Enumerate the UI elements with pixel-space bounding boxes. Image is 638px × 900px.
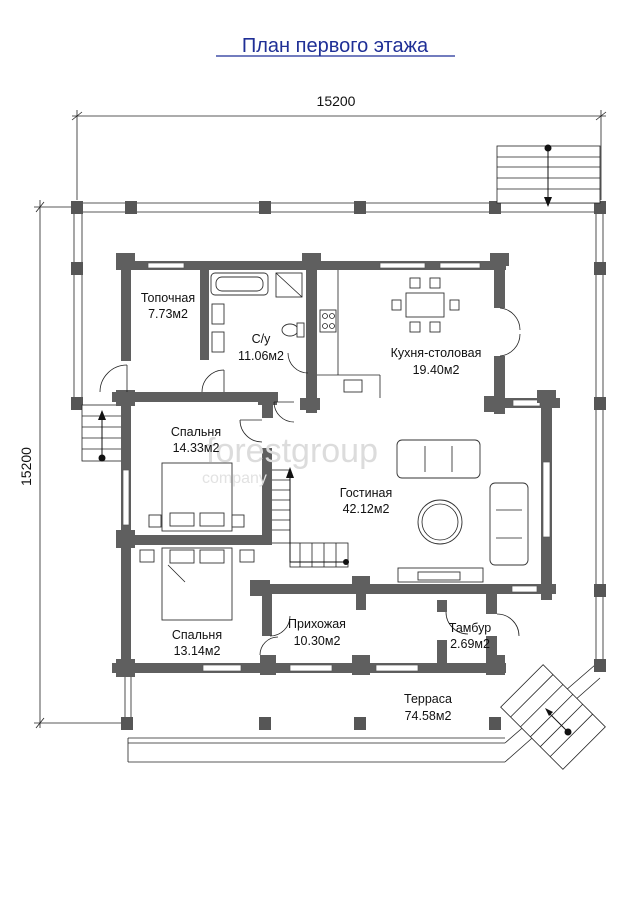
room-area: 42.12м2 (343, 502, 390, 516)
watermark-sub: company (202, 470, 267, 487)
room-label-kitchen: Кухня-столовая 19.40м2 (391, 346, 482, 377)
dimension-top: 15200 (71, 93, 607, 200)
room-area: 7.73м2 (148, 307, 188, 321)
terrace-posts (71, 201, 606, 730)
room-name: Прихожая (288, 617, 346, 631)
bedroom-2-bed (139, 547, 255, 621)
kitchen-fixtures (317, 270, 460, 398)
width-dimension-label: 15200 (317, 93, 356, 109)
stairs-left (81, 404, 125, 462)
bathroom-fixtures (210, 272, 305, 353)
room-name: Топочная (141, 291, 195, 305)
room-label-terrace: Терраса 74.58м2 (404, 692, 452, 723)
room-label-boiler: Топочная 7.73м2 (141, 291, 195, 321)
room-area: 74.58м2 (405, 709, 452, 723)
room-name: С/у (252, 332, 272, 346)
watermark-brand: forestgroup (206, 432, 378, 470)
room-name: Терраса (404, 692, 452, 706)
room-label-bathroom: С/у 11.06м2 (238, 332, 284, 363)
room-area: 10.30м2 (294, 634, 341, 648)
bedroom-1-bed (148, 462, 245, 532)
room-name: Гостиная (340, 486, 392, 500)
room-name: Кухня-столовая (391, 346, 482, 360)
walls (112, 253, 560, 677)
room-area: 11.06м2 (238, 349, 284, 363)
room-label-bedroom-2: Спальня 13.14м2 (172, 628, 222, 658)
stairs-bottom-right-arrow (545, 708, 572, 736)
room-name: Спальня (172, 628, 222, 642)
living-furniture (396, 439, 529, 583)
room-area: 2.69м2 (450, 637, 490, 651)
stairs-top-right (496, 144, 601, 207)
terrace-frame (73, 202, 604, 763)
height-dimension-label: 15200 (18, 447, 34, 486)
stairs-interior (267, 467, 349, 568)
dimension-left: 15200 (18, 200, 125, 729)
watermark: forestgroup company (202, 432, 378, 487)
room-area: 14.33м2 (173, 441, 220, 455)
room-label-hallway: Прихожая 10.30м2 (288, 617, 346, 648)
room-name: Тамбур (449, 621, 491, 635)
doors (99, 307, 521, 656)
room-area: 13.14м2 (174, 644, 221, 658)
room-label-living: Гостиная 42.12м2 (340, 486, 392, 516)
plan-title: План первого этажа (242, 35, 429, 57)
room-label-bedroom-1: Спальня 14.33м2 (171, 425, 221, 455)
room-name: Спальня (171, 425, 221, 439)
room-area: 19.40м2 (413, 363, 460, 377)
room-label-vestibule: Тамбур 2.69м2 (449, 621, 491, 651)
